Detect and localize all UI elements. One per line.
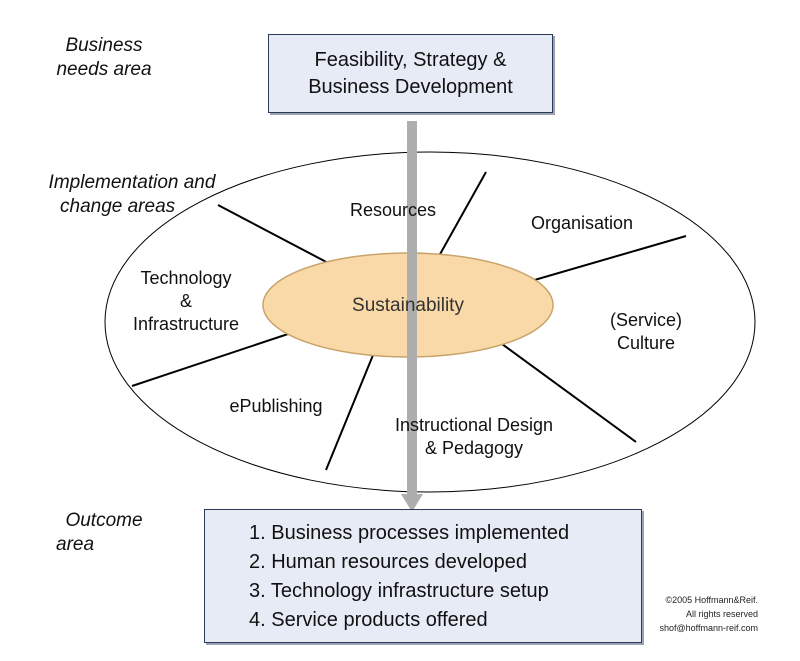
flow-arrow-shaft [407, 121, 417, 498]
copyright-notice: ©2005 Hoffmann&Reif. All rights reserved… [638, 593, 758, 635]
feasibility-box-line-2: Business Development [308, 75, 513, 98]
area-instructional: Instructional Design & Pedagogy [364, 414, 584, 460]
outcome-item: 4. Service products offered [249, 609, 488, 631]
implementation-label: Implementation and change areas [26, 171, 238, 219]
outcome-list: 1. Business processes implemented 2. Hum… [249, 519, 569, 635]
area-instructional-line-2: & Pedagogy [424, 438, 524, 458]
area-organisation: Organisation [530, 213, 634, 233]
copyright-email: shof@hoffmann-reif.com [659, 623, 758, 633]
area-technology-line-2: & [179, 291, 192, 311]
area-instructional-line-1: Instructional Design [394, 415, 554, 435]
area-sustainability: Sustainability [352, 295, 464, 316]
outcome-item: 2. Human resources developed [249, 551, 527, 573]
outer-ellipse [104, 151, 756, 493]
outcome-item: 3. Technology infrastructure setup [249, 580, 549, 602]
outcome-area-label-line-1: Outcome [65, 510, 143, 531]
business-needs-label-line-1: Business [65, 35, 143, 56]
area-technology-line-3: Infrastructure [132, 314, 240, 334]
area-service-culture-line-1: (Service) [609, 310, 682, 330]
divider-line-instructional [325, 337, 381, 471]
outcome-box: 1. Business processes implemented 2. Hum… [204, 509, 642, 643]
area-technology: Technology & Infrastructure [106, 267, 266, 336]
business-needs-label-line-2: needs area [56, 59, 152, 80]
divider-line-technology [131, 329, 301, 387]
feasibility-box-line-1: Feasibility, Strategy & [314, 48, 507, 71]
copyright-line-2: All rights reserved [685, 609, 758, 619]
area-service-culture-line-2: Culture [616, 333, 676, 353]
area-epublishing: ePublishing [229, 396, 323, 416]
area-technology-line-1: Technology [140, 268, 232, 288]
outcome-item: 1. Business processes implemented [249, 522, 570, 544]
feasibility-box: Feasibility, Strategy & Business Develop… [268, 34, 553, 113]
divider-line-culture [486, 332, 637, 443]
area-resources: Resources [349, 200, 437, 220]
implementation-label-line-1: Implementation and [48, 172, 216, 193]
flow-arrow-head [401, 494, 423, 512]
outcome-area-label: Outcome area [48, 509, 160, 557]
outcome-area-label-line-2: area [56, 534, 95, 555]
implementation-label-line-2: change areas [60, 196, 176, 217]
business-needs-label: Business needs area [48, 34, 160, 82]
copyright-line-1: ©2005 Hoffmann&Reif. [665, 595, 758, 605]
area-service-culture: (Service) Culture [586, 309, 706, 355]
